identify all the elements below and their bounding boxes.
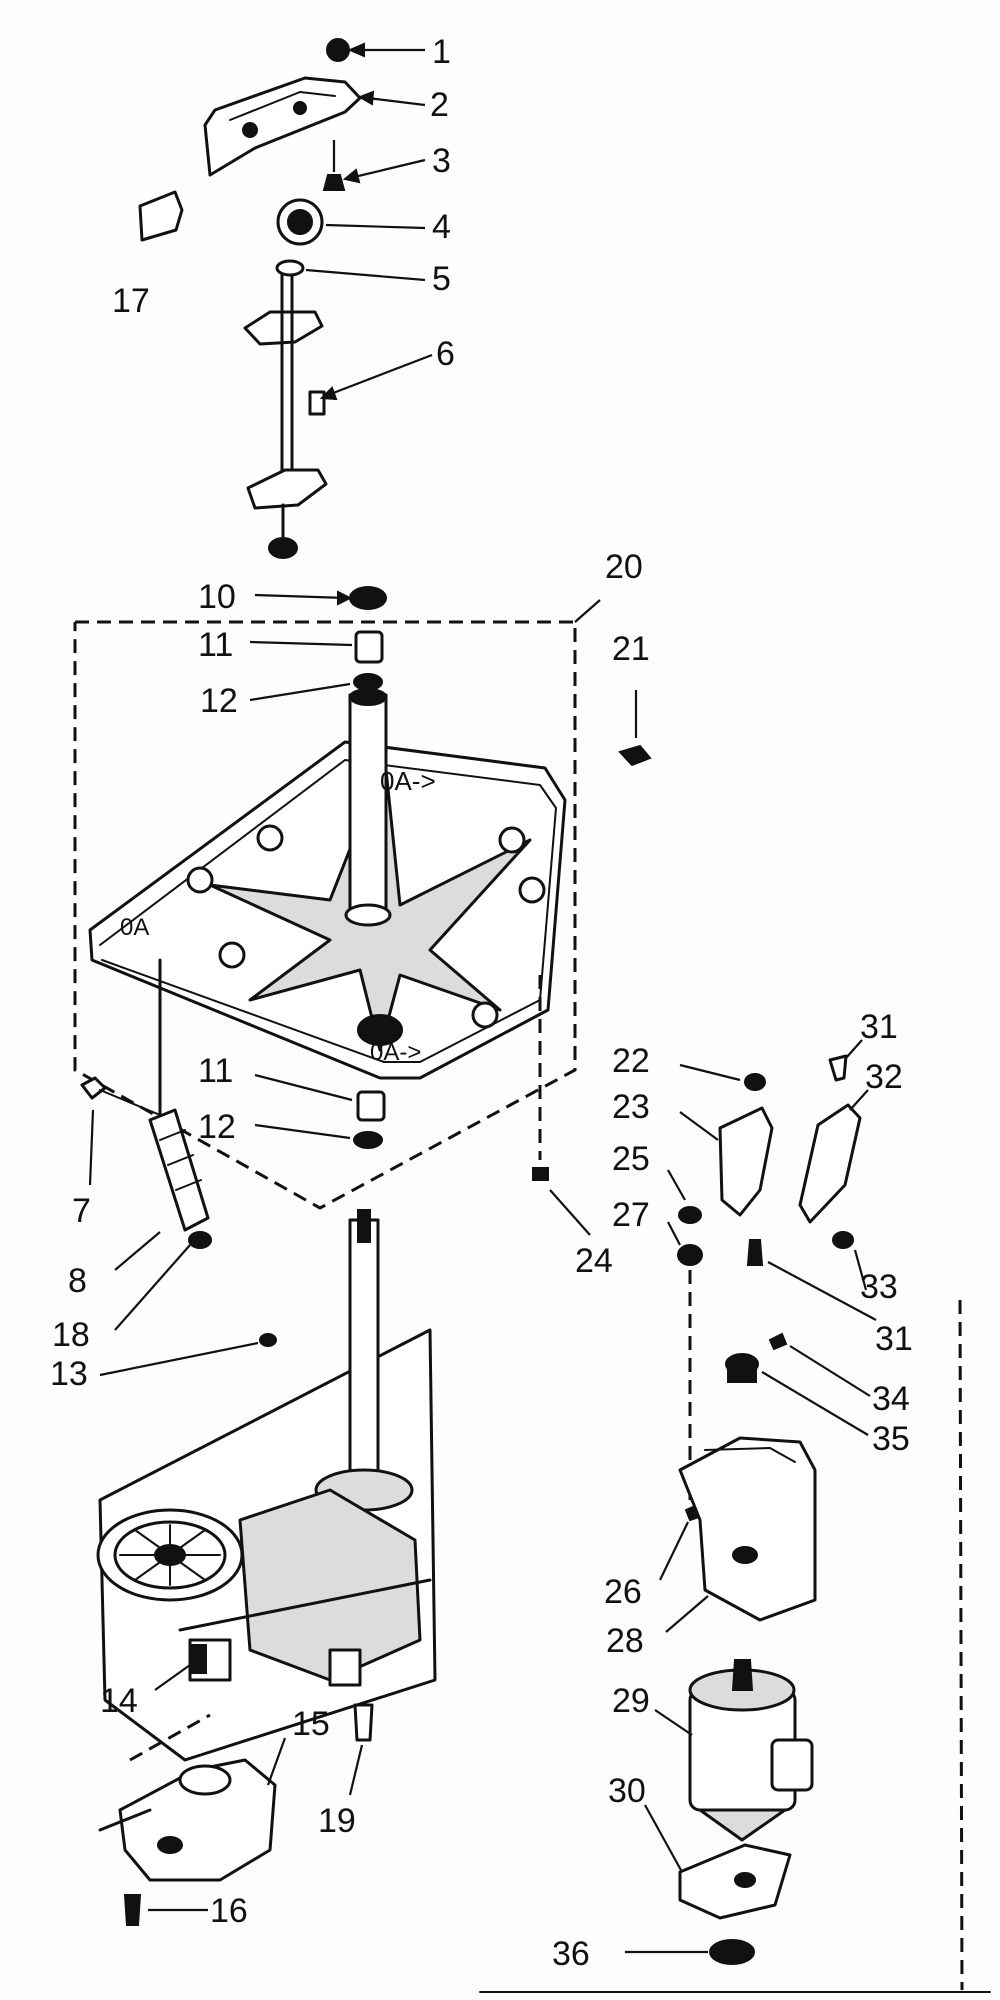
callout-6: 6: [436, 335, 455, 373]
part-14-fitting: [191, 1644, 207, 1674]
callout-14: 14: [100, 1682, 138, 1720]
callout-31-lower: 31: [875, 1320, 913, 1358]
part-11-spacer-upper: [354, 630, 384, 664]
callout-10: 10: [198, 578, 236, 616]
part-18-washer: [188, 1231, 212, 1249]
part-17-cap: [138, 190, 184, 242]
callout-4: 4: [432, 208, 451, 246]
part-33-nut: [832, 1231, 854, 1249]
callout-11-upper: 11: [198, 626, 233, 664]
part-27-nut: [677, 1244, 703, 1266]
callout-3: 3: [432, 142, 451, 180]
part-5-washer: [275, 259, 305, 277]
callout-7: 7: [72, 1192, 91, 1230]
callout-30: 30: [608, 1772, 646, 1810]
part-13-clip: [259, 1333, 277, 1347]
part-10-nut: [349, 586, 387, 610]
callout-2: 2: [430, 86, 449, 124]
callout-33: 33: [860, 1268, 898, 1306]
part-15-pump: [98, 1713, 277, 1882]
part-6-shaft-assembly: [243, 273, 328, 559]
part-23-bracket: [718, 1106, 774, 1217]
leaders-top: [305, 42, 433, 401]
part-7-hook: [80, 1076, 161, 1116]
callout-36: 36: [552, 1935, 590, 1973]
part-36-nut: [709, 1939, 755, 1965]
callout-25: 25: [612, 1140, 650, 1178]
callout-32: 32: [865, 1058, 903, 1096]
svg-text:0A->: 0A->: [380, 766, 436, 796]
scan-edge-line: [958, 1299, 964, 1991]
part-16-screw: [123, 1894, 142, 1926]
part-31-screw-upper: [828, 1054, 848, 1082]
callout-17: 17: [112, 282, 150, 320]
part-8-spring: [148, 958, 210, 1232]
part-28-motor-mount: [678, 1436, 817, 1622]
callout-labels: 1 2 3 4 5 6 17 10 20 11 12 21 11 12 7 8 …: [50, 33, 913, 1973]
part-21-clip: [618, 690, 652, 767]
callout-20: 20: [605, 548, 643, 586]
svg-text:0A->: 0A->: [370, 1039, 421, 1066]
callout-18: 18: [52, 1316, 90, 1354]
part-3-screw: [322, 140, 346, 191]
part-11-spacer-lower: [356, 1090, 386, 1122]
part-20-dashed-frame: [73, 599, 601, 1210]
part-2-bracket: [203, 76, 362, 177]
callout-35: 35: [872, 1420, 910, 1458]
callout-23: 23: [612, 1088, 650, 1126]
transmission-assembly: [96, 1209, 437, 1762]
part-25-washer: [678, 1206, 702, 1224]
callout-13: 13: [50, 1355, 88, 1393]
callout-5: 5: [432, 260, 451, 298]
part-29-motor: [688, 1659, 814, 1842]
part-22-nut: [744, 1073, 766, 1091]
part-30-shield: [678, 1843, 792, 1920]
base-plate: 0A-> 0A-> 0A: [88, 688, 567, 1080]
part-12-washer-lower: [353, 1131, 383, 1149]
callout-11-lower: 11: [198, 1052, 233, 1090]
leaders-lower: [88, 590, 877, 1954]
part-1-nut: [326, 38, 350, 62]
part-4-bearing-ring: [276, 198, 324, 246]
callout-15: 15: [292, 1705, 330, 1743]
callout-24: 24: [575, 1242, 613, 1280]
callout-27: 27: [612, 1196, 650, 1234]
callout-26: 26: [604, 1573, 642, 1611]
callout-22: 22: [612, 1042, 650, 1080]
callout-16: 16: [210, 1892, 248, 1930]
part-32-bracket: [798, 1103, 862, 1224]
part-12-washer-upper: [353, 673, 383, 691]
part-34-clip: [768, 1332, 788, 1351]
callout-21: 21: [612, 630, 650, 668]
callout-12-lower: 12: [198, 1108, 236, 1146]
callout-34: 34: [872, 1380, 910, 1418]
callout-28: 28: [606, 1622, 644, 1660]
callout-1: 1: [432, 33, 451, 71]
callout-31-upper: 31: [860, 1008, 898, 1046]
part-35-pulley-bushing: [725, 1353, 759, 1383]
callout-8: 8: [68, 1262, 87, 1300]
callout-19: 19: [318, 1802, 356, 1840]
part-31-screw-lower: [746, 1239, 764, 1266]
callout-12-upper: 12: [200, 682, 238, 720]
part-24-plug: [532, 975, 549, 1181]
callout-29: 29: [612, 1682, 650, 1720]
part-19-screw: [353, 1703, 374, 1742]
svg-text:0A: 0A: [120, 914, 149, 941]
